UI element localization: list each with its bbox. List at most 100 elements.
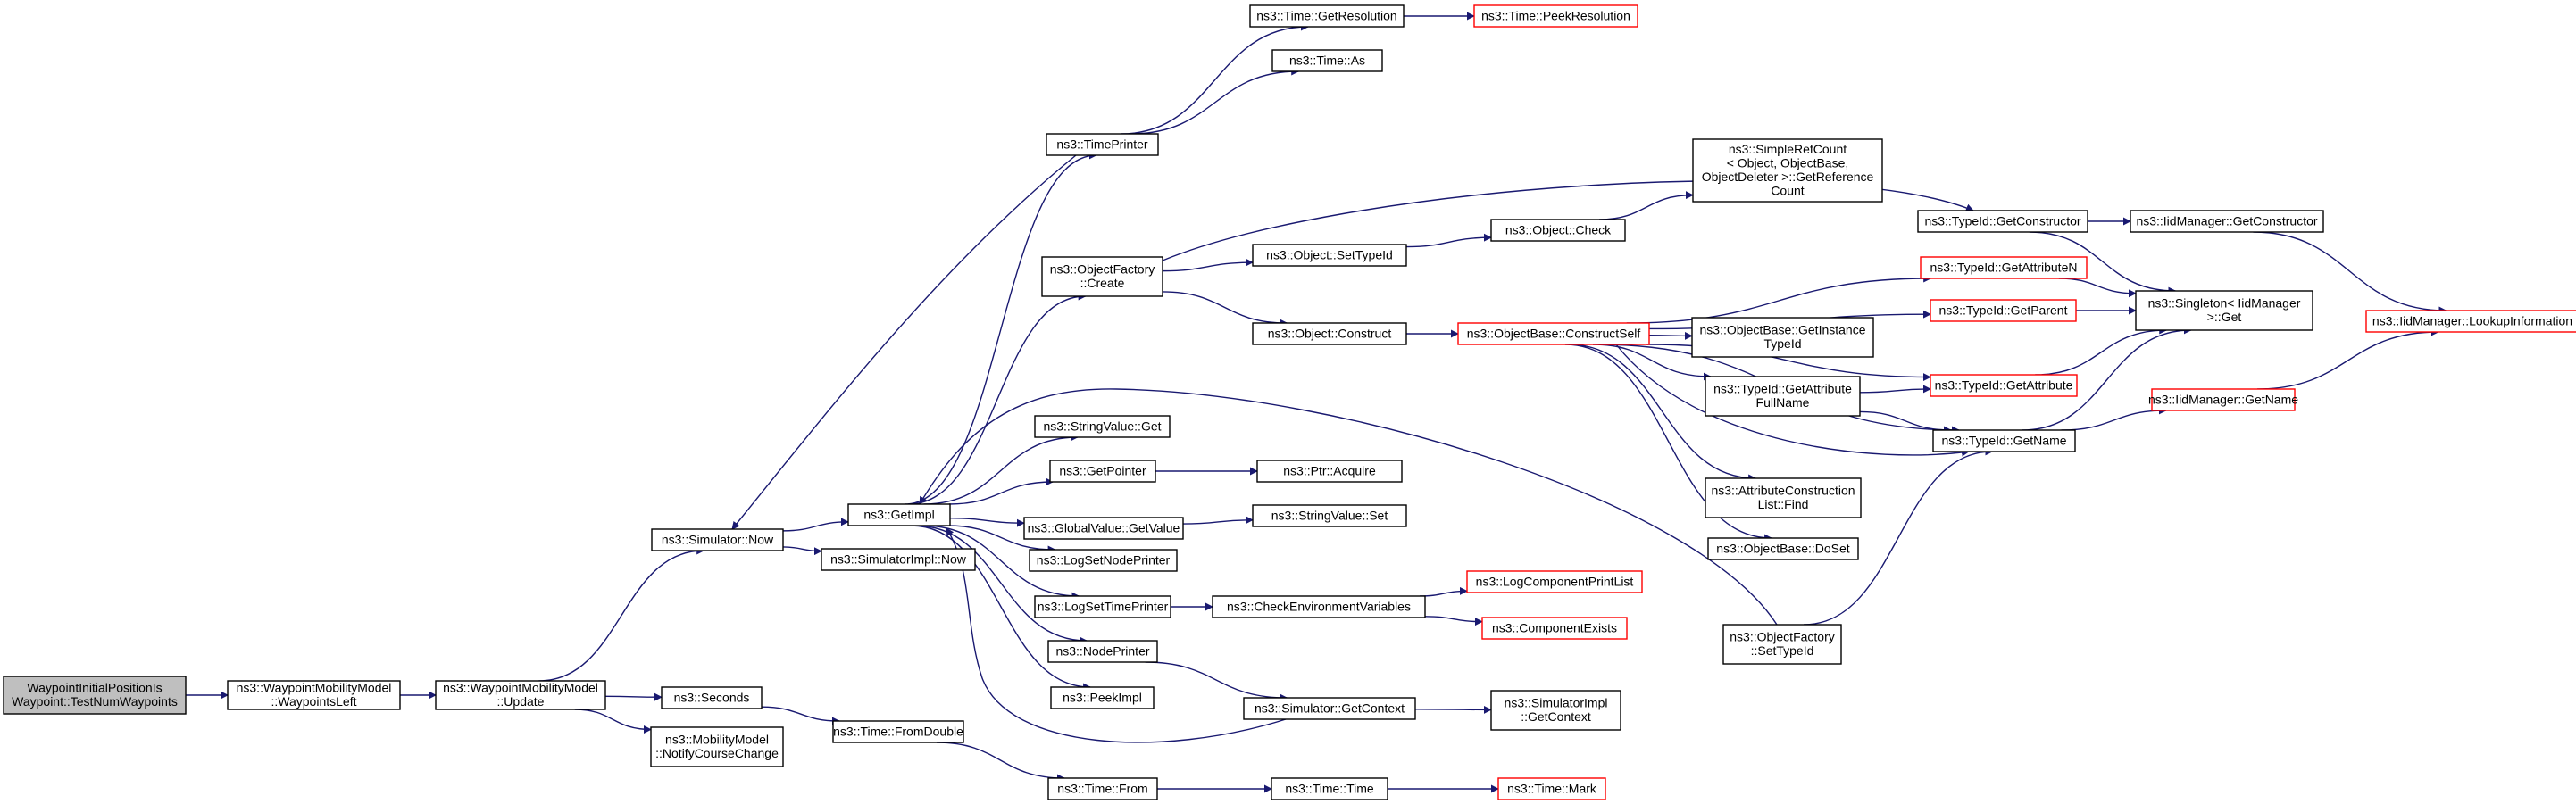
edge-getctor-to-singleton xyxy=(2029,231,2177,295)
node-timetime[interactable]: ns3::Time::Time xyxy=(1271,777,1388,800)
edge-timeprinter-to-simnow xyxy=(731,154,1077,530)
node-singleton[interactable]: ns3::Singleton< IidManager>::Get xyxy=(2135,290,2313,331)
node-getattrn[interactable]: ns3::TypeId::GetAttributeN xyxy=(1920,256,2088,279)
node-logsettime[interactable]: ns3::LogSetTimePrinter xyxy=(1034,595,1171,618)
node-label: ns3::Simulator::Now xyxy=(662,532,774,546)
node-iidgetname[interactable]: ns3::IidManager::GetName xyxy=(2148,388,2298,411)
node-simimplctx[interactable]: ns3::SimulatorImpl::GetContext xyxy=(1490,690,1621,731)
node-timeas[interactable]: ns3::Time::As xyxy=(1271,49,1383,72)
node-timefrom[interactable]: ns3::Time::From xyxy=(1047,777,1158,800)
edge-getimpl-to-logsetnode xyxy=(946,525,1056,554)
node-logsetnode[interactable]: ns3::LogSetNodePrinter xyxy=(1029,549,1178,572)
node-compexists[interactable]: ns3::ComponentExists xyxy=(1481,617,1628,640)
node-construct[interactable]: ns3::Object::Construct xyxy=(1252,322,1407,345)
node-constructself[interactable]: ns3::ObjectBase::ConstructSelf xyxy=(1457,322,1650,345)
node-label: ns3::StringValue::Get xyxy=(1043,419,1161,433)
edge-getattr-to-singleton xyxy=(2035,326,2168,376)
node-getattr[interactable]: ns3::TypeId::GetAttribute xyxy=(1930,374,2078,397)
node-box xyxy=(1034,415,1171,438)
node-lookup[interactable]: ns3::IidManager::LookupInformation xyxy=(2365,310,2576,333)
node-box xyxy=(832,720,964,743)
node-label: ns3::ObjectBase::DoSet xyxy=(1716,541,1850,555)
node-box xyxy=(1930,374,2078,397)
node-box xyxy=(650,726,784,767)
node-getparent[interactable]: ns3::TypeId::GetParent xyxy=(1930,299,2077,322)
node-nodeprinter[interactable]: ns3::NodePrinter xyxy=(1047,640,1158,663)
node-ptracquire[interactable]: ns3::Ptr::Acquire xyxy=(1256,460,1403,483)
node-getpointer[interactable]: ns3::GetPointer xyxy=(1049,460,1156,483)
node-label: ns3::SimulatorImpl xyxy=(1505,696,1608,710)
node-ofcreate[interactable]: ns3::ObjectFactory::Create xyxy=(1041,256,1163,297)
node-getres[interactable]: ns3::Time::GetResolution xyxy=(1249,4,1405,28)
node-label: ObjectDeleter >::GetReference xyxy=(1702,170,1874,184)
node-timeprinter[interactable]: ns3::TimePrinter xyxy=(1046,133,1159,156)
node-box xyxy=(1707,537,1859,560)
node-update[interactable]: ns3::WaypointMobilityModel::Update xyxy=(435,680,606,710)
node-label: ::NotifyCourseChange xyxy=(655,746,779,760)
node-doset[interactable]: ns3::ObjectBase::DoSet xyxy=(1707,537,1859,560)
node-getname[interactable]: ns3::TypeId::GetName xyxy=(1932,429,2076,452)
edge-objcheck-to-simplerefcount xyxy=(1599,191,1694,220)
node-notify[interactable]: ns3::MobilityModel::NotifyCourseChange xyxy=(650,726,784,767)
node-label: ns3::GlobalValue::GetValue xyxy=(1028,520,1180,535)
node-fromdouble[interactable]: ns3::Time::FromDouble xyxy=(832,720,964,743)
node-settypeid[interactable]: ns3::Object::SetTypeId xyxy=(1252,244,1407,267)
node-box xyxy=(1029,549,1178,572)
node-simgetctx[interactable]: ns3::Simulator::GetContext xyxy=(1243,697,1416,720)
node-seconds[interactable]: ns3::Seconds xyxy=(661,686,763,709)
node-gvget[interactable]: ns3::GlobalValue::GetValue xyxy=(1023,517,1184,540)
node-peekres[interactable]: ns3::Time::PeekResolution xyxy=(1473,4,1638,28)
node-ofsettypeid[interactable]: ns3::ObjectFactory::SetTypeId xyxy=(1722,624,1842,665)
node-getimpl[interactable]: ns3::GetImpl xyxy=(847,503,951,526)
node-label: ns3::Time::Time xyxy=(1285,781,1374,795)
edge-getname-to-iidgetname xyxy=(2061,406,2167,431)
node-peekimpl[interactable]: ns3::PeekImpl xyxy=(1050,686,1155,709)
edge-ofcreate-to-getctor xyxy=(1162,180,1974,261)
node-label: ns3::Singleton< IidManager xyxy=(2148,296,2301,311)
node-simplerefcount[interactable]: ns3::SimpleRefCount< Object, ObjectBase,… xyxy=(1692,138,1883,203)
node-box xyxy=(1049,460,1156,483)
node-box xyxy=(821,548,976,571)
node-wpleft[interactable]: ns3::WaypointMobilityModel::WaypointsLef… xyxy=(227,680,401,710)
edge-constructself-to-getattrn xyxy=(1626,274,1932,324)
node-label: ns3::LogComponentPrintList xyxy=(1476,574,1634,588)
node-label: ns3::TypeId::GetAttribute xyxy=(1713,382,1852,396)
node-label: ns3::ObjectFactory xyxy=(1050,262,1155,277)
node-label: ns3::Object::Check xyxy=(1505,222,1612,236)
edge-gvget-to-stringset xyxy=(1182,516,1254,525)
node-root[interactable]: WaypointInitialPositionIsWaypoint::TestN… xyxy=(3,676,187,715)
node-box xyxy=(1271,777,1388,800)
node-box xyxy=(1256,460,1403,483)
node-box xyxy=(1457,322,1650,345)
node-box xyxy=(1047,640,1158,663)
node-stringset[interactable]: ns3::StringValue::Set xyxy=(1252,504,1407,527)
edge-getimpl-to-gvget xyxy=(949,518,1025,527)
node-label: ns3::Simulator::GetContext xyxy=(1255,700,1405,715)
node-logcompprint[interactable]: ns3::LogComponentPrintList xyxy=(1466,570,1643,593)
edge-layer xyxy=(186,12,2447,793)
node-stringget[interactable]: ns3::StringValue::Get xyxy=(1034,415,1171,438)
node-getctor[interactable]: ns3::TypeId::GetConstructor xyxy=(1917,210,2088,233)
node-label: List::Find xyxy=(1758,497,1809,511)
node-box xyxy=(1692,138,1883,203)
node-label: ns3::SimpleRefCount xyxy=(1729,142,1847,156)
node-label: ns3::TypeId::GetAttribute xyxy=(1935,377,2073,392)
node-box xyxy=(227,680,401,710)
node-simnow[interactable]: ns3::Simulator::Now xyxy=(651,528,784,551)
node-simimplnow[interactable]: ns3::SimulatorImpl::Now xyxy=(821,548,976,571)
node-label: Waypoint::TestNumWaypoints xyxy=(12,694,178,709)
node-timemark[interactable]: ns3::Time::Mark xyxy=(1497,777,1606,800)
node-box xyxy=(1473,4,1638,28)
node-objcheck[interactable]: ns3::Object::Check xyxy=(1490,219,1626,242)
node-checkenv[interactable]: ns3::CheckEnvironmentVariables xyxy=(1212,595,1426,618)
node-iidgetctor[interactable]: ns3::IidManager::GetConstructor xyxy=(2130,210,2324,233)
edge-getattrn-to-singleton xyxy=(2058,278,2137,298)
edge-constructself-to-attrconstr xyxy=(1568,344,1757,483)
node-box xyxy=(2135,290,2313,331)
edge-getattrfull-to-getattr xyxy=(1859,385,1931,394)
node-label: ns3::ObjectBase::GetInstance xyxy=(1700,323,1866,337)
